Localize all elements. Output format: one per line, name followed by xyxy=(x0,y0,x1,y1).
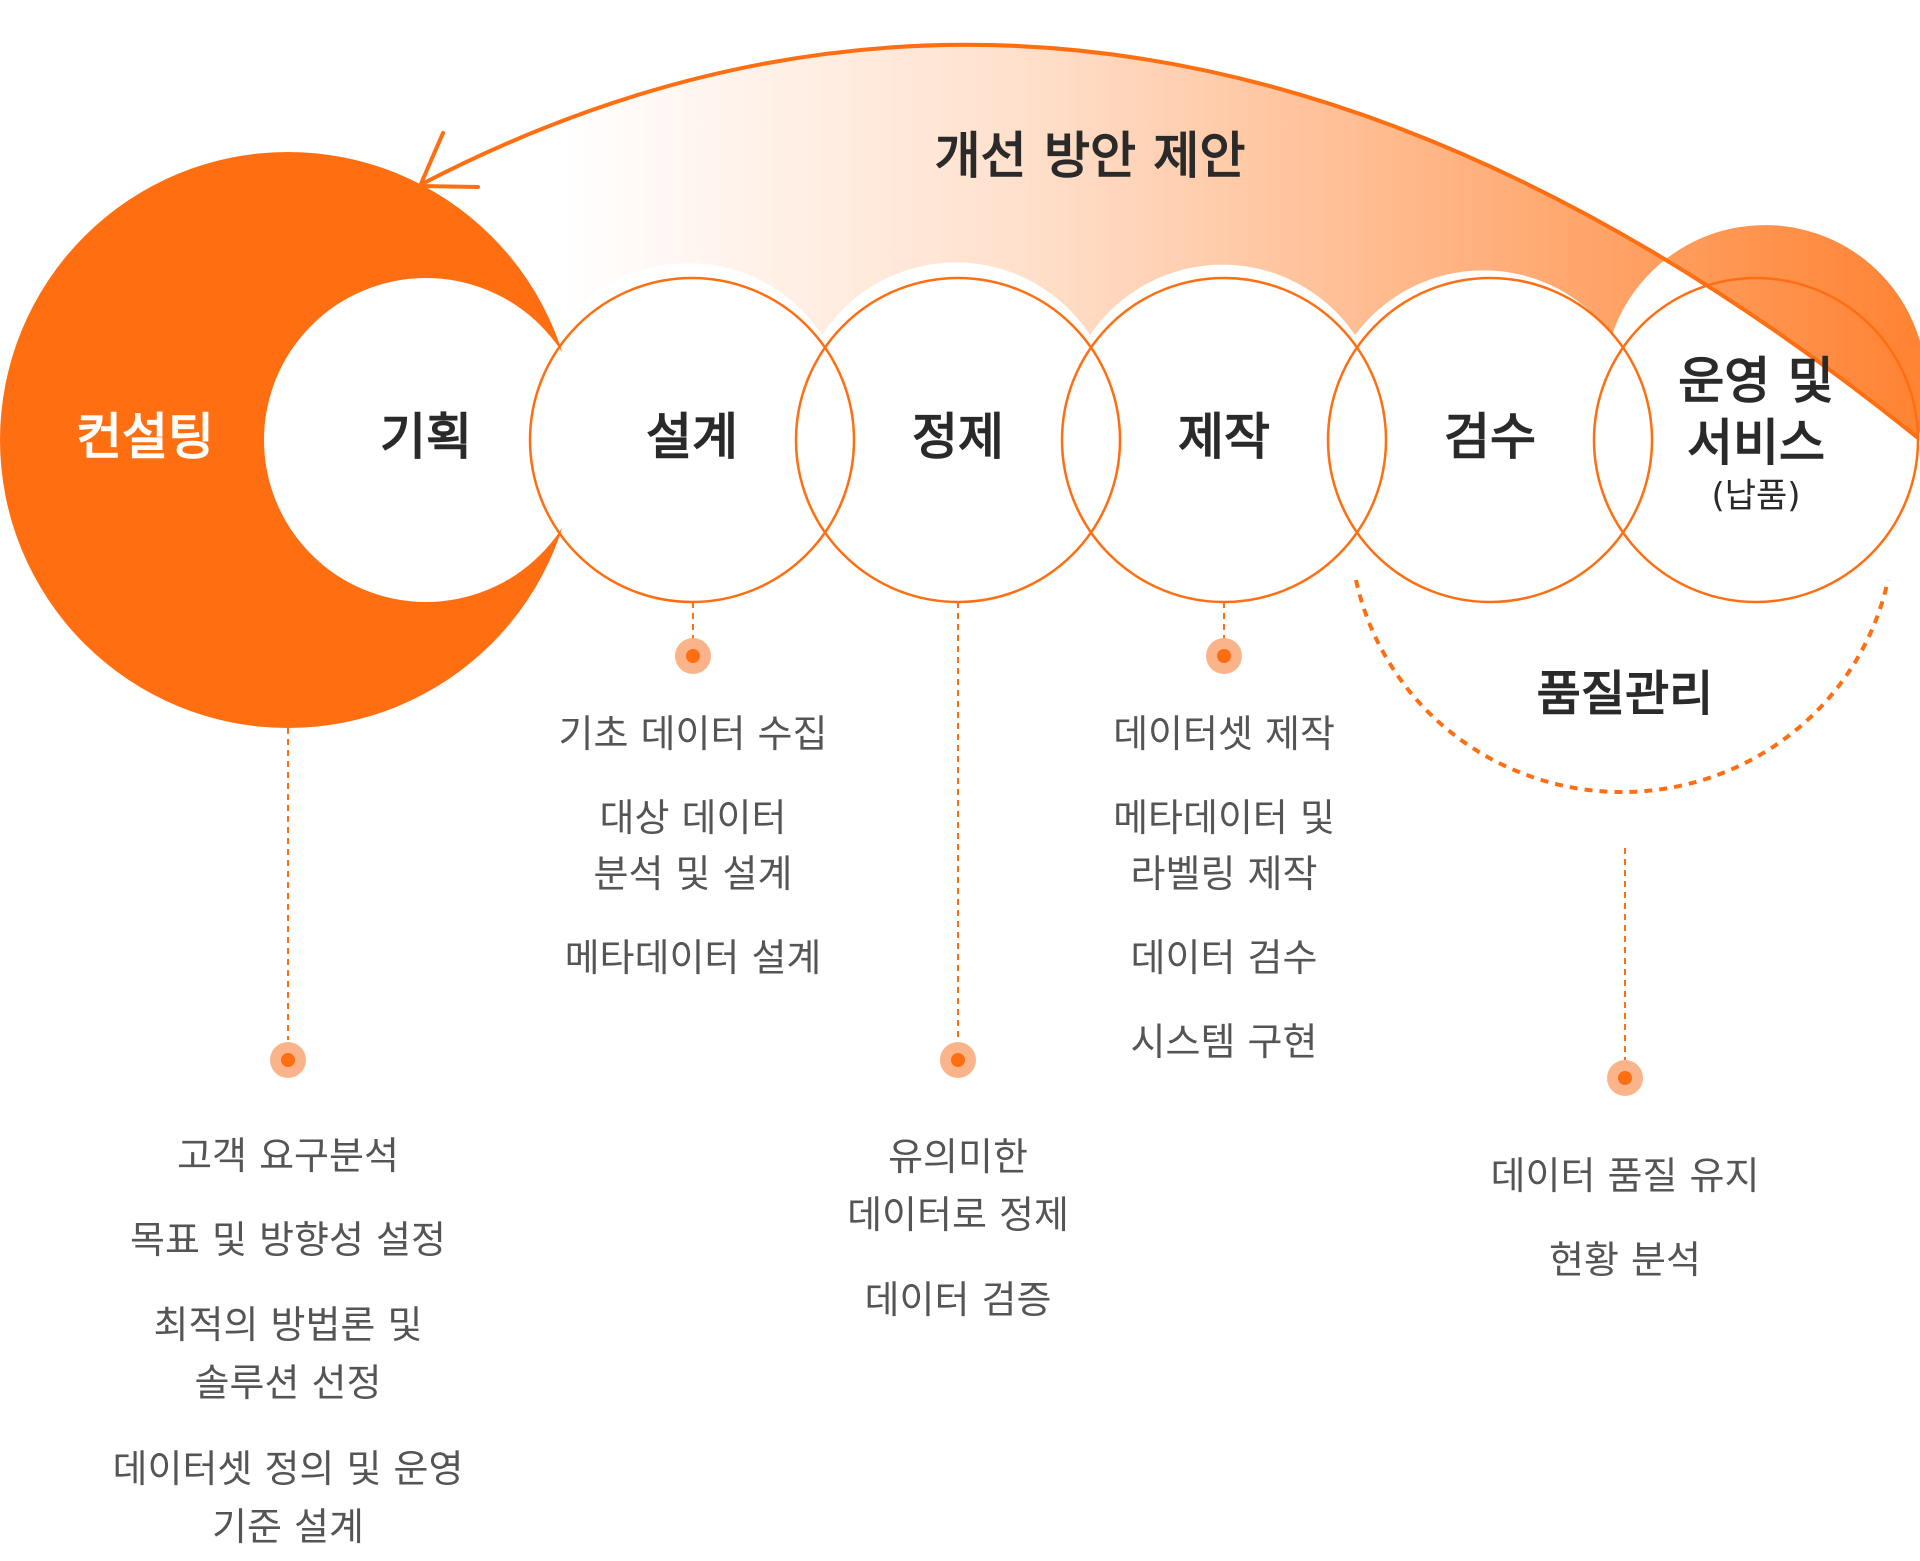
planning-circle xyxy=(264,278,588,602)
design-details: 기초 데이터 수집 대상 데이터 분석 및 설계 메타데이터 설계 xyxy=(493,706,893,986)
quality-detail-item: 데이터 품질 유지 xyxy=(1490,1154,1760,1198)
service-sublabel: (납품) xyxy=(1711,476,1801,516)
produce-dot xyxy=(1206,638,1242,674)
service-circle xyxy=(1592,276,1920,604)
stage-label-inspect: 검수 xyxy=(1444,408,1536,466)
produce-detail-item: 데이터 검수 xyxy=(1130,936,1318,980)
consulting-detail-item: 고객 요구분석 xyxy=(177,1134,399,1178)
refine-dot xyxy=(940,1042,976,1078)
feedback-label: 개선 방안 제안 xyxy=(934,127,1246,185)
produce-detail-item: 데이터셋 제작 xyxy=(1113,712,1335,756)
design-detail-item: 기초 데이터 수집 xyxy=(558,712,828,756)
consulting-detail-item: 최적의 방법론 및 솔루션 선정 xyxy=(153,1303,423,1405)
design-dot xyxy=(675,638,711,674)
design-detail-item: 메타데이터 설계 xyxy=(564,936,822,980)
consulting-detail-item: 데이터셋 정의 및 운영 기준 설계 xyxy=(112,1447,464,1549)
produce-detail-item: 시스템 구현 xyxy=(1130,1020,1318,1064)
quality-detail-item: 현황 분석 xyxy=(1549,1238,1701,1282)
consulting-detail-item: 목표 및 방향성 설정 xyxy=(130,1218,446,1262)
consulting-dot xyxy=(270,1042,306,1078)
refine-detail-item: 데이터 검증 xyxy=(864,1278,1052,1322)
refine-detail-item: 유의미한 데이터로 정제 xyxy=(847,1135,1069,1237)
quality-details: 데이터 품질 유지 현황 분석 xyxy=(1425,1148,1825,1288)
stage-label-design: 설계 xyxy=(646,408,738,466)
produce-details: 데이터셋 제작 메타데이터 및 라벨링 제작 데이터 검수 시스템 구현 xyxy=(1024,706,1424,1070)
produce-detail-item: 메타데이터 및 라벨링 제작 xyxy=(1113,796,1335,896)
consulting-label: 컨설팅 xyxy=(76,408,214,466)
design-detail-item: 대상 데이터 분석 및 설계 xyxy=(593,796,793,896)
refine-details: 유의미한 데이터로 정제 데이터 검증 xyxy=(758,1128,1158,1328)
stage-label-refine: 정제 xyxy=(912,408,1004,466)
feedback-arc xyxy=(419,42,1920,440)
quality-arc xyxy=(1354,579,1890,795)
service-label-text: 운영 및 서비스 xyxy=(1678,352,1834,472)
quality-label: 품질관리 xyxy=(1536,666,1714,722)
consulting-details: 고객 요구분석 목표 및 방향성 설정 최적의 방법론 및 솔루션 선정 데이터… xyxy=(60,1128,516,1556)
stage-label-service: 운영 및 서비스 (납품) xyxy=(1636,350,1876,516)
stage-label-planning: 기획 xyxy=(380,408,472,466)
feedback-arc-fill xyxy=(420,44,1920,438)
quality-dot xyxy=(1607,1060,1643,1096)
inspect-circle xyxy=(1326,276,1654,604)
stage-label-produce: 제작 xyxy=(1178,408,1270,466)
